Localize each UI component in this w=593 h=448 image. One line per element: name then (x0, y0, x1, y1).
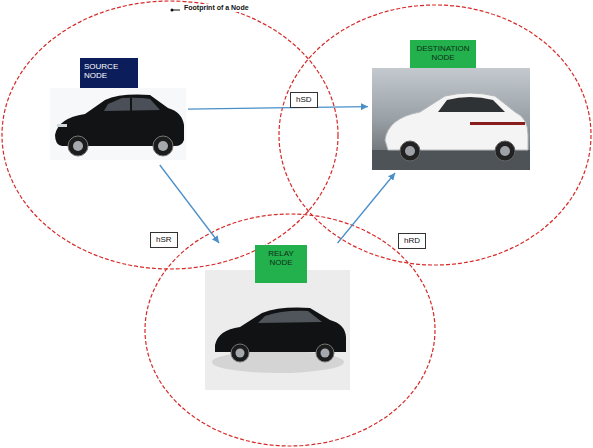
annotation-label: Footprint of a Node (182, 4, 251, 12)
node-label: DESTINATION NODE (414, 44, 472, 62)
footprint-circle (279, 5, 591, 265)
channel-label: hSR (150, 232, 178, 248)
node-region: SOURCE NODE (48, 55, 188, 165)
source-car (50, 88, 186, 160)
node-region: RELAY NODE (200, 243, 352, 393)
footprint-circle (145, 214, 435, 446)
channel-label: hRD (398, 233, 426, 249)
leader-dot (171, 9, 174, 12)
node-region: DESTINATION NODE (368, 38, 533, 173)
node-label: SOURCE NODE (84, 62, 134, 80)
node-badge: SOURCE NODE (80, 58, 138, 88)
arrow-connector (188, 107, 368, 109)
node-badge: RELAY NODE (255, 245, 307, 283)
destination-car (372, 68, 530, 170)
footprint-circle (2, 1, 338, 269)
node-badge: DESTINATION NODE (410, 40, 476, 68)
channel-label: hSD (290, 92, 318, 108)
arrow-connector (338, 173, 395, 243)
relay-car (205, 270, 350, 390)
node-label: RELAY NODE (259, 249, 303, 267)
